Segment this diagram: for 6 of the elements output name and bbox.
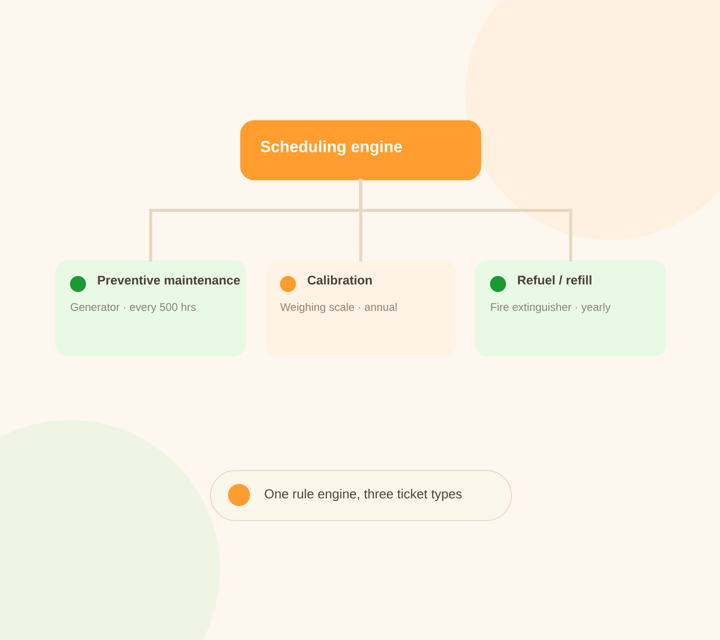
ticket-card: Preventive maintenance Generator · every 500 hrs [55,260,246,356]
ticket-card: Refuel / refill Fire extinguisher · yearly [475,260,666,356]
engine-box: Scheduling engine [240,120,482,180]
connector-line [359,178,572,262]
ticket-card: Calibration Weighing scale · annual [265,260,456,356]
note-pill: One rule engine, three ticket types [210,470,512,521]
